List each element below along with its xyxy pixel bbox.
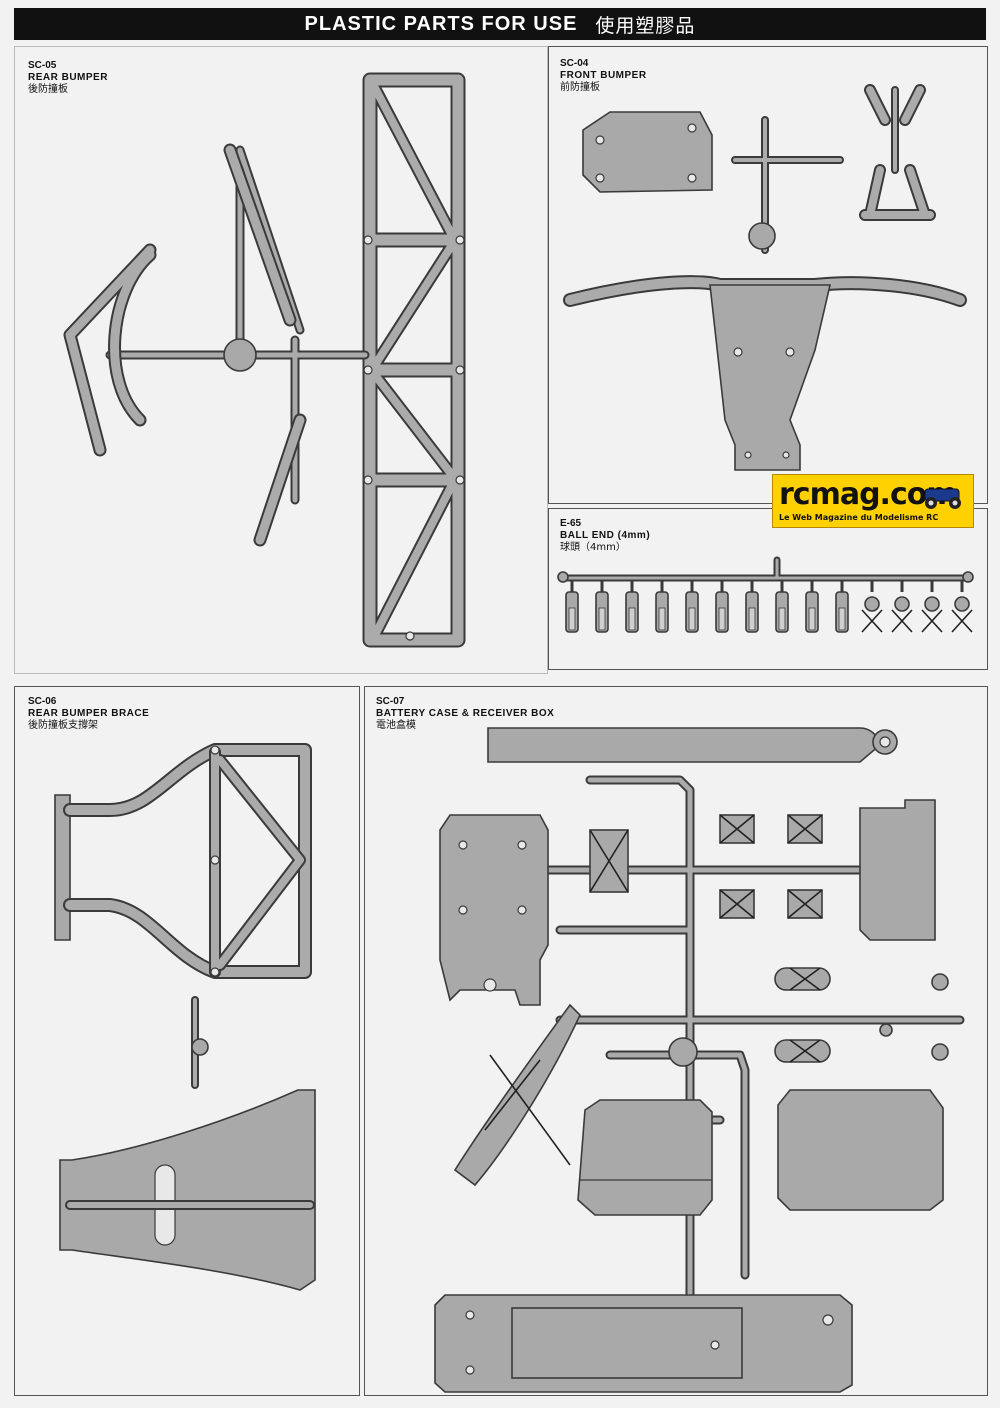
brace-left-plate bbox=[54, 794, 71, 941]
rear-bumper-sprue bbox=[63, 72, 466, 648]
front-bumper-skid bbox=[709, 284, 832, 471]
part-name-zh: 前防撞板 bbox=[560, 82, 600, 93]
link-parts bbox=[774, 967, 949, 1063]
label-sc04: SC-04 FRONT BUMPER 前防撞板 bbox=[560, 58, 647, 94]
part-code: E-65 bbox=[560, 518, 582, 529]
battery-case-body bbox=[577, 1099, 713, 1216]
part-code: SC-07 bbox=[376, 696, 405, 707]
part-name: REAR BUMPER bbox=[28, 72, 108, 83]
ball-end bbox=[715, 580, 729, 633]
panel-e65 bbox=[548, 508, 988, 670]
rear-bumper-frame bbox=[362, 72, 466, 648]
page-header: PLASTIC PARTS FOR USE 使用塑膠品 bbox=[14, 8, 986, 40]
cancelled-squares bbox=[719, 814, 823, 919]
ball-end bbox=[685, 580, 699, 633]
ball-end bbox=[805, 580, 819, 633]
ball-end-parts bbox=[565, 580, 973, 633]
panel-sc06 bbox=[14, 686, 360, 1396]
front-bumper-plate bbox=[582, 111, 713, 193]
ball-end bbox=[775, 580, 789, 633]
front-bumper-sprue bbox=[563, 84, 967, 471]
ball-end bbox=[565, 580, 579, 633]
ball-end-cancelled bbox=[951, 580, 973, 633]
receiver-box-lid bbox=[859, 799, 936, 941]
brace-wedge bbox=[59, 1089, 316, 1291]
ball-end bbox=[655, 580, 669, 633]
page-title-zh: 使用塑膠品 bbox=[595, 14, 696, 37]
panel-sc05 bbox=[14, 46, 548, 674]
ball-end bbox=[625, 580, 639, 633]
panel-sc07 bbox=[364, 686, 988, 1396]
ball-end bbox=[595, 580, 609, 633]
part-name-zh: 球頭（4mm） bbox=[560, 542, 626, 553]
part-name: BALL END (4mm) bbox=[560, 530, 651, 541]
part-name: FRONT BUMPER bbox=[560, 70, 647, 81]
part-name-zh: 後防撞板支撐架 bbox=[28, 720, 98, 731]
ball-end-cancelled bbox=[921, 580, 943, 633]
ball-end bbox=[835, 580, 849, 633]
part-name-zh: 後防撞板 bbox=[28, 84, 68, 95]
part-code: SC-05 bbox=[28, 60, 57, 71]
logo-tagline: Le Web Magazine du Modelisme RC bbox=[779, 513, 939, 522]
part-name: REAR BUMPER BRACE bbox=[28, 708, 150, 719]
cancelled-part-curved bbox=[453, 1003, 581, 1187]
label-e65: E-65 BALL END (4mm) 球頭（4mm） bbox=[560, 518, 650, 554]
ball-end-cancelled bbox=[891, 580, 913, 633]
rear-bumper-brace-sprue bbox=[54, 743, 316, 1291]
label-sc05: SC-05 REAR BUMPER 後防撞板 bbox=[28, 60, 108, 96]
panel-sc04 bbox=[548, 46, 988, 504]
ball-end-sprue bbox=[557, 556, 974, 633]
rcmag-logo: rcmag.com Le Web Magazine du Modelisme R… bbox=[772, 474, 974, 528]
rear-bumper-runner bbox=[105, 145, 370, 505]
battery-case-lid bbox=[777, 1089, 944, 1211]
ball-end-cancelled bbox=[861, 580, 883, 633]
ball-end bbox=[745, 580, 759, 633]
label-sc07: SC-07 BATTERY CASE & RECEIVER BOX 電池盒模 bbox=[376, 696, 554, 732]
battery-strap bbox=[487, 727, 881, 763]
rc-car-icon bbox=[924, 488, 961, 509]
receiver-box-tray bbox=[439, 814, 549, 1006]
part-name-zh: 電池盒模 bbox=[376, 720, 416, 731]
part-code: SC-04 bbox=[560, 58, 589, 69]
battery-case-sprue bbox=[434, 727, 965, 1393]
rear-bumper-stay-right bbox=[223, 143, 307, 547]
label-sc06: SC-06 REAR BUMPER BRACE 後防撞板支撐架 bbox=[28, 696, 149, 732]
rear-bumper-stay-left bbox=[63, 243, 157, 457]
part-code: SC-06 bbox=[28, 696, 57, 707]
page-title: PLASTIC PARTS FOR USE bbox=[304, 12, 578, 35]
part-name: BATTERY CASE & RECEIVER BOX bbox=[376, 708, 555, 719]
